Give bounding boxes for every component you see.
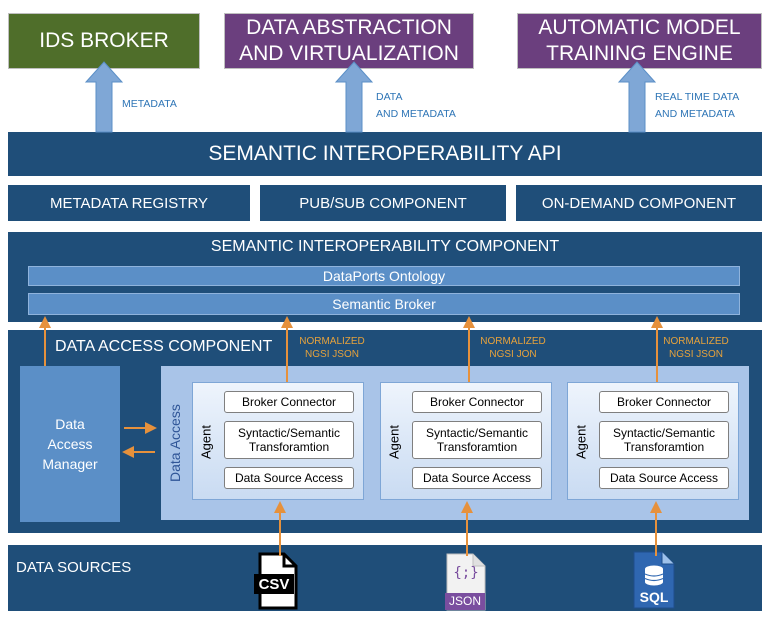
metadata-label: METADATA	[122, 98, 177, 110]
data-sources-title: DATA SOURCES	[16, 559, 132, 576]
broker-connector-2: Broker Connector	[412, 391, 542, 413]
sic-title: SEMANTIC INTEROPERABILITY COMPONENT	[210, 238, 560, 255]
semantic-interoperability-component-panel: SEMANTIC INTEROPERABILITY COMPONENT Data…	[8, 232, 762, 322]
csv-label: CSV	[258, 576, 290, 593]
data-source-access-2: Data Source Access	[412, 467, 542, 489]
broker-connector-1: Broker Connector	[224, 391, 354, 413]
ids-broker-box: IDS BROKER	[8, 13, 200, 69]
agent-box-2: Agent Broker Connector Syntactic/Semanti…	[380, 382, 552, 500]
data-access-component-panel: DATA ACCESS COMPONENT NORMALIZED NGSI JS…	[8, 330, 762, 533]
data-source-access-3: Data Source Access	[599, 467, 729, 489]
json-file-icon: {;} JSON	[443, 553, 487, 611]
sql-label: SQL	[639, 589, 669, 605]
data-source-access-1: Data Source Access	[224, 467, 354, 489]
data-access-manager-box: Data Access Manager	[20, 366, 120, 522]
dataports-ontology-bar: DataPorts Ontology	[28, 266, 740, 286]
api-label: SEMANTIC INTEROPERABILITY API	[208, 142, 562, 165]
agent-box-3: Agent Broker Connector Syntactic/Semanti…	[567, 382, 739, 500]
on-demand-component-bar: ON-DEMAND COMPONENT	[516, 185, 762, 221]
real-time-label: REAL TIME DATA AND METADATA	[655, 91, 740, 120]
json-label: JSON	[448, 594, 481, 608]
data-abstraction-box: DATA ABSTRACTION AND VIRTUALIZATION	[224, 13, 474, 69]
broker-connector-3: Broker Connector	[599, 391, 729, 413]
dac-title: DATA ACCESS COMPONENT	[55, 338, 273, 355]
metadata-registry-bar: METADATA REGISTRY	[8, 185, 250, 221]
transformation-1: Syntactic/Semantic Transforamtion	[224, 421, 354, 459]
semantic-interoperability-api-bar: SEMANTIC INTEROPERABILITY API	[8, 132, 762, 176]
normalized-label-2: NORMALIZED NGSI JON	[480, 336, 546, 360]
data-and-metadata-label: DATA AND METADATA	[376, 91, 456, 120]
data-abstraction-line1: DATA ABSTRACTION	[246, 16, 452, 39]
automatic-model-line1: AUTOMATIC MODEL	[538, 16, 741, 39]
data-access-container: Data Access Agent Broker Connector Synta…	[161, 366, 749, 520]
json-glyph: {;}	[453, 565, 479, 581]
transformation-3: Syntactic/Semantic Transforamtion	[599, 421, 729, 459]
ids-broker-label: IDS BROKER	[39, 29, 169, 52]
realtime-up-arrow	[617, 61, 657, 133]
data-up-arrow	[334, 61, 374, 133]
csv-file-icon: CSV	[252, 552, 300, 610]
data-abstraction-line2: AND VIRTUALIZATION	[239, 42, 459, 65]
pub-sub-component-bar: PUB/SUB COMPONENT	[260, 185, 506, 221]
metadata-up-arrow	[84, 61, 124, 133]
normalized-label-1: NORMALIZED NGSI JSON	[299, 336, 365, 360]
normalized-label-3: NORMALIZED NGSI JSON	[663, 336, 729, 360]
agent-box-1: Agent Broker Connector Syntactic/Semanti…	[192, 382, 364, 500]
automatic-model-line2: TRAINING ENGINE	[546, 42, 733, 65]
transformation-2: Syntactic/Semantic Transforamtion	[412, 421, 542, 459]
sql-file-icon: SQL	[632, 551, 676, 609]
semantic-broker-bar: Semantic Broker	[28, 293, 740, 315]
